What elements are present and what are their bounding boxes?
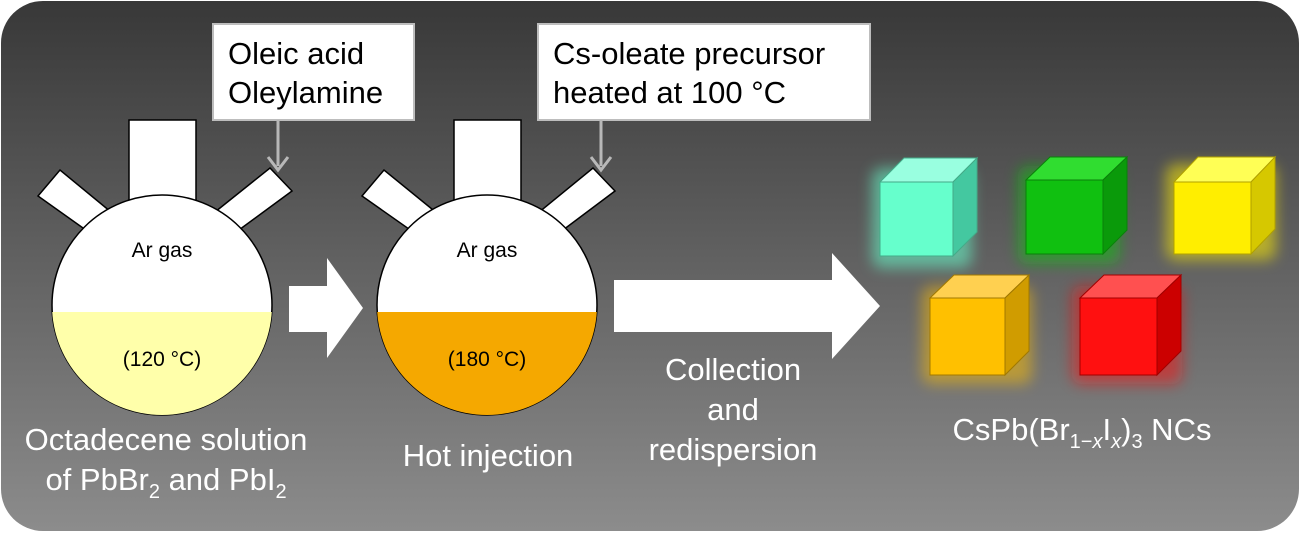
nanocrystal-cube-yellow <box>1166 155 1277 260</box>
flask-1-gas-label: Ar gas <box>132 239 193 262</box>
step-line3: redispersion <box>649 432 818 467</box>
nanocrystal-cube-cyan <box>872 156 979 268</box>
flask-2: Ar gas (180 °C) <box>360 119 617 416</box>
product-label: CsPb(Br1−xIx)3 NCs <box>953 412 1212 453</box>
process-arrow-2 <box>614 253 880 359</box>
collection-step-label: Collection and redispersion <box>649 352 818 467</box>
process-arrow-1 <box>289 258 363 358</box>
reagent-oleic-acid: Oleic acid <box>228 36 364 71</box>
precursor-box: Cs-oleate precursor heated at 100 °C <box>537 23 871 121</box>
precursor-arrow <box>589 120 613 173</box>
step-line1: Collection <box>665 352 801 387</box>
flask-2-caption: Hot injection <box>403 438 574 473</box>
reagents-box: Oleic acid Oleylamine <box>212 23 415 121</box>
flask-2-gas-label: Ar gas <box>457 239 518 262</box>
flask-2-temperature: (180 °C) <box>448 348 526 371</box>
reagents-arrow <box>266 120 290 173</box>
precursor-line2: heated at 100 °C <box>553 75 786 110</box>
nanocrystal-cube-green <box>1018 155 1129 264</box>
reagent-oleylamine: Oleylamine <box>228 75 383 110</box>
precursor-line1: Cs-oleate precursor <box>553 36 825 71</box>
step-line2: and <box>707 392 759 427</box>
nanocrystal-cube-red <box>1072 273 1183 384</box>
flask-1-caption: Octadecene solution of PbBr2 and PbI2 <box>25 422 308 503</box>
flask-1-temperature: (120 °C) <box>123 348 201 371</box>
flask-1-caption-line1: Octadecene solution <box>25 422 308 457</box>
nanocrystal-cube-orange <box>922 273 1032 384</box>
flask-1-caption-line2: of PbBr2 and PbI2 <box>45 462 286 503</box>
